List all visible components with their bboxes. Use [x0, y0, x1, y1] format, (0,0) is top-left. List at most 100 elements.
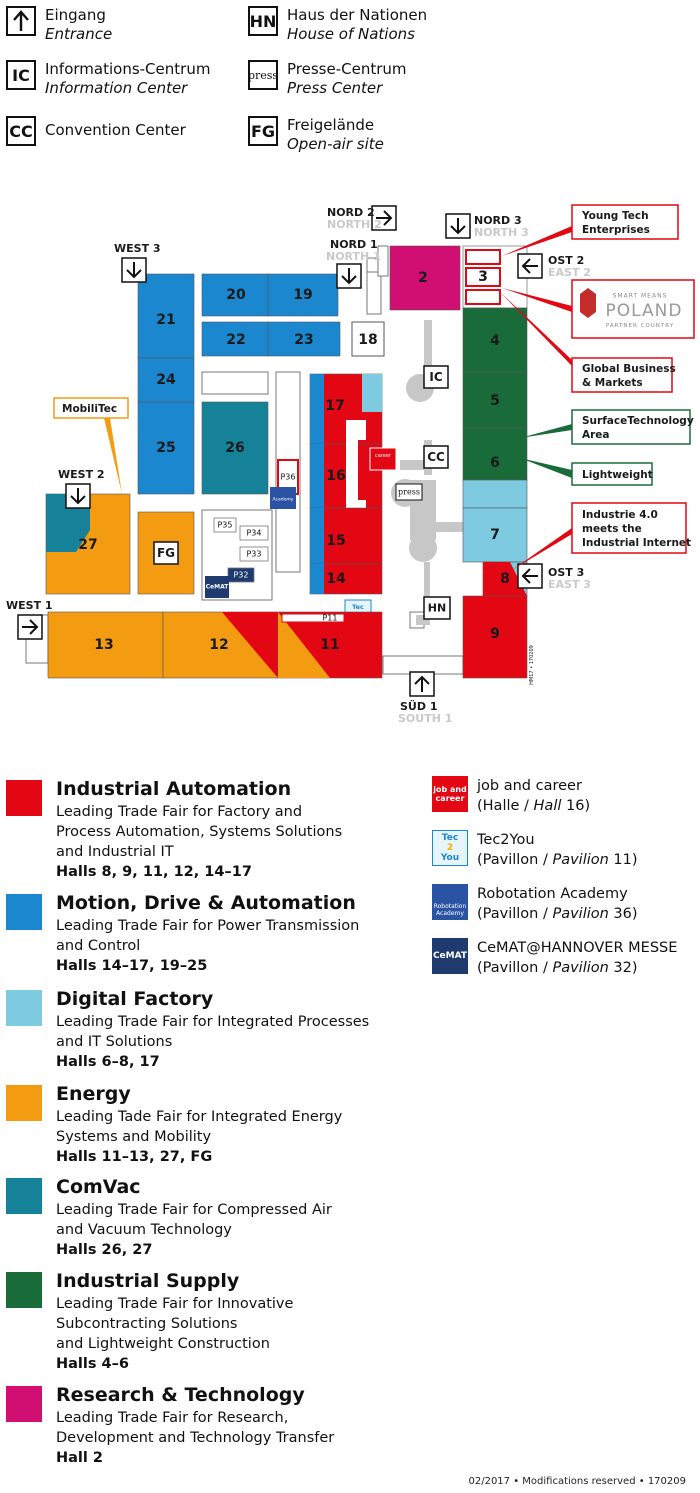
hall-22[interactable] [201, 321, 269, 357]
theme-desc: Leading Tade Fair for Integrated Energy … [56, 1109, 343, 1145]
hall-13[interactable] [47, 611, 164, 679]
press-center[interactable] [395, 483, 423, 501]
theme-desc: Leading Trade Fair for Integrated Proces… [56, 1014, 370, 1050]
theme-title: Industrial Automation [56, 778, 292, 800]
key-nations-en: House of Nations [287, 25, 415, 43]
robo-logo-1: Robotation [433, 903, 467, 910]
robotation-map-logo-text: Academy [273, 497, 294, 503]
key-entrance-de: Eingang [45, 6, 106, 24]
cemat-map-logo [205, 576, 229, 598]
theme-halls: Hall 2 [56, 1450, 103, 1466]
callout-industrie40: Industrie 4.0 meets the Industrial Inter… [512, 502, 691, 570]
hall-19[interactable] [267, 273, 339, 317]
hall-15[interactable] [309, 507, 383, 565]
press-center-icon: press [248, 60, 278, 90]
key-convention: CC Convention Center [6, 116, 186, 146]
entrance-sued1[interactable]: SÜD 1 SOUTH 1 [398, 671, 452, 725]
pavilion-35-label: P35 [217, 521, 232, 530]
fairground-map-svg: 2 3 4 5 6 7 8 9 HM17 • 170209 20 19 22 2… [6, 204, 695, 725]
theme-swatch [6, 1178, 42, 1214]
sued1-name: SÜD 1 [400, 699, 437, 713]
footer-note: 02/2017 • Modifications reserved • 17020… [468, 1476, 686, 1487]
pavilion-32[interactable] [227, 567, 255, 583]
hall-16[interactable] [309, 420, 383, 510]
hall-3[interactable] [462, 245, 528, 309]
tec-logo-2: 2 [446, 843, 454, 853]
cemat-logo-icon: CeMAT [432, 938, 468, 974]
theme-desc: Leading Trade Fair for Innovative Subcon… [56, 1296, 294, 1352]
partner-post: 16) [561, 798, 591, 814]
callout-global-business: Global Business & Markets [500, 292, 676, 393]
hall-27[interactable] [45, 493, 131, 595]
surface-line-2: Area [582, 429, 610, 441]
hall-8-label: 8 [500, 571, 510, 587]
job-career-map-logo-text: career [375, 453, 392, 459]
hall-26-label: 26 [225, 440, 244, 456]
hall-15-label: 15 [326, 533, 345, 549]
theme-desc: Leading Trade Fair for Power Transmissio… [56, 918, 360, 954]
side-code: HM17 • 170209 [529, 645, 535, 685]
fairground-map: 2 3 4 5 6 7 8 9 HM17 • 170209 20 19 22 2… [0, 190, 700, 730]
pavilion-34[interactable] [239, 525, 269, 541]
pavilion-33[interactable] [239, 546, 269, 562]
info-center[interactable] [423, 365, 449, 389]
entrance-nord3[interactable]: NORD 3 NORTH 3 [445, 213, 529, 239]
nord1-sub: NORTH 1 [326, 250, 381, 263]
hall-21[interactable] [137, 273, 195, 359]
key-convention-de: Convention Center [45, 121, 186, 139]
ost2-name: OST 2 [548, 254, 584, 267]
partner-pre: (Halle / [477, 798, 534, 814]
theme-industrial-automation: Industrial Automation Leading Trade Fair… [0, 776, 420, 882]
entrance-west3[interactable]: WEST 3 [114, 242, 161, 283]
partner-post: 11) [608, 852, 638, 868]
entrance-west1[interactable]: WEST 1 [6, 599, 53, 640]
entrance-nord2[interactable]: NORD 2 NORTH 2 [327, 205, 397, 231]
young-tech-line-2: Enterprises [582, 224, 650, 236]
entrance-west2[interactable]: WEST 2 [58, 468, 105, 509]
hall-25[interactable] [137, 401, 195, 495]
partner-post: 32) [608, 960, 638, 976]
nord3-sub: NORTH 3 [474, 226, 529, 239]
fg-label: FG [157, 546, 175, 560]
entrance-nord1[interactable]: NORD 1 NORTH 1 [326, 238, 381, 289]
hall-12[interactable] [162, 611, 279, 679]
hall-26[interactable] [201, 401, 269, 495]
hall-23[interactable] [267, 321, 341, 357]
entrance-ost2[interactable]: OST 2 EAST 2 [517, 253, 591, 279]
poland-subline: PARTNER COUNTRY [606, 323, 674, 329]
callout-surface-technology: SurfaceTechnology Area [520, 409, 694, 445]
global-business-line-2: & Markets [582, 377, 643, 389]
callout-lightweight: Lightweight [520, 458, 653, 486]
open-air-site-icon: FG [248, 116, 278, 146]
entrance-ost3[interactable]: OST 3 EAST 3 [517, 563, 591, 591]
key-openair-en: Open-air site [287, 135, 384, 153]
house-of-nations[interactable] [423, 596, 451, 620]
theme-halls: Halls 6–8, 17 [56, 1054, 160, 1070]
lightweight-text: Lightweight [582, 469, 653, 481]
theme-swatch [6, 1272, 42, 1308]
hall-22-label: 22 [226, 332, 245, 348]
hall-11[interactable] [277, 611, 383, 679]
hall-18[interactable] [351, 321, 385, 357]
pavilion-36-label: P36 [280, 473, 295, 482]
hall-24[interactable] [137, 357, 195, 403]
hall-2[interactable] [389, 245, 461, 311]
callout-mobilitec: MobiliTec [53, 397, 129, 494]
hall-6[interactable] [462, 427, 528, 481]
hall-9-label: 9 [490, 626, 500, 642]
hall-5[interactable] [462, 371, 528, 429]
hall-7[interactable] [462, 507, 528, 563]
theme-swatch [6, 1085, 42, 1121]
convention-center[interactable] [423, 445, 449, 469]
hall-20[interactable] [201, 273, 269, 317]
info-center-icon: IC [6, 60, 36, 90]
hall-14[interactable] [309, 563, 383, 595]
hall-9[interactable] [462, 595, 528, 679]
hall-4[interactable] [462, 307, 528, 373]
ic-label: IC [429, 370, 442, 384]
hall-17-label: 17 [325, 398, 344, 414]
ost3-sub: EAST 3 [548, 578, 591, 591]
pavilion-35[interactable] [213, 517, 237, 533]
partner-name: CeMAT@HANNOVER MESSE [477, 940, 678, 956]
